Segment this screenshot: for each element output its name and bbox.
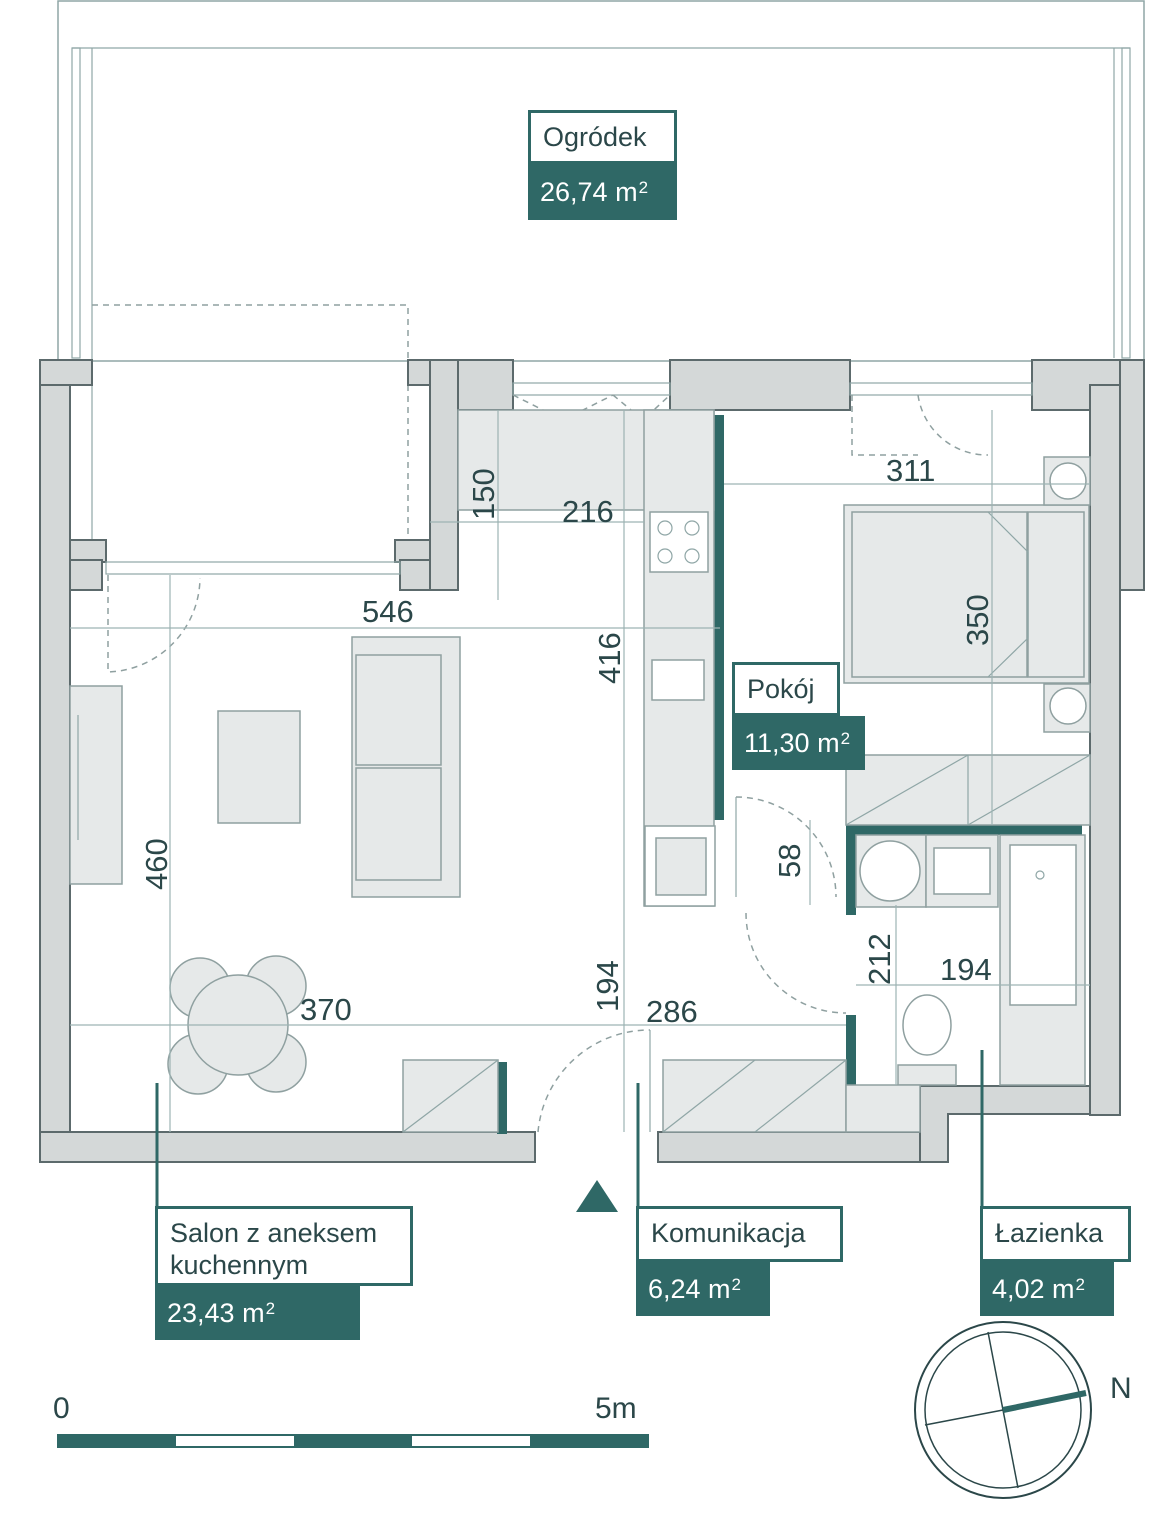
dimension-labels: 150 216 546 416 311 350 58 460 212 194 3…: [139, 453, 995, 1029]
dimension-label: 546: [362, 594, 414, 629]
room-name-salon: Salon z aneksem kuchennym: [155, 1206, 413, 1286]
area-value: 23,43 m: [167, 1297, 265, 1328]
area-value: 4,02 m: [992, 1273, 1075, 1304]
doors: [537, 796, 847, 1133]
dimension-label: 194: [940, 952, 992, 987]
dimension-lines: [70, 410, 1090, 1132]
dimension-label: 460: [139, 838, 174, 890]
dimension-label: 216: [562, 494, 614, 529]
dimension-label: 370: [300, 992, 352, 1027]
area-unit: 2: [840, 729, 851, 748]
dimension-label: 58: [772, 844, 807, 878]
area-unit: 2: [731, 1275, 742, 1294]
entrance-arrow-icon: [576, 1180, 618, 1212]
dimension-label: 212: [862, 933, 897, 985]
living-furniture: [69, 636, 847, 1133]
area-unit: 2: [265, 1299, 276, 1318]
room-name-komunikacja: Komunikacja: [636, 1206, 843, 1262]
area-value: 11,30 m: [744, 727, 840, 758]
scale-start-label: 0: [53, 1392, 70, 1425]
compass-icon: [914, 1321, 1092, 1499]
dimension-label: 311: [886, 453, 935, 488]
room-name-ogrodek: Ogródek: [528, 110, 677, 164]
dimension-label: 150: [466, 468, 501, 520]
dimension-label: 350: [960, 594, 995, 646]
room-name-lazienka: Łazienka: [980, 1206, 1131, 1262]
area-unit: 2: [638, 178, 649, 197]
room-name-pokoj: Pokój: [732, 662, 840, 716]
dimension-label: 194: [590, 960, 625, 1012]
room-name-line: Salon z aneksem: [170, 1218, 378, 1248]
room-name-line: kuchennym: [170, 1250, 309, 1280]
area-value: 6,24 m: [648, 1273, 731, 1304]
callout-lines: [155, 1050, 984, 1210]
garden-area: [57, 0, 1145, 540]
area-value: 26,74 m: [540, 176, 638, 207]
scale-bar: [57, 1434, 649, 1448]
walls: [39, 359, 1145, 1163]
dimension-label: 286: [646, 994, 698, 1029]
scale-end-label: 5m: [595, 1392, 637, 1425]
compass-north-label: N: [1110, 1372, 1132, 1405]
area-unit: 2: [1075, 1275, 1086, 1294]
dimension-label: 416: [592, 632, 627, 684]
bathroom-fixtures: [845, 834, 1086, 1133]
bedroom-furniture: [843, 456, 1091, 826]
kitchen: [457, 409, 716, 907]
